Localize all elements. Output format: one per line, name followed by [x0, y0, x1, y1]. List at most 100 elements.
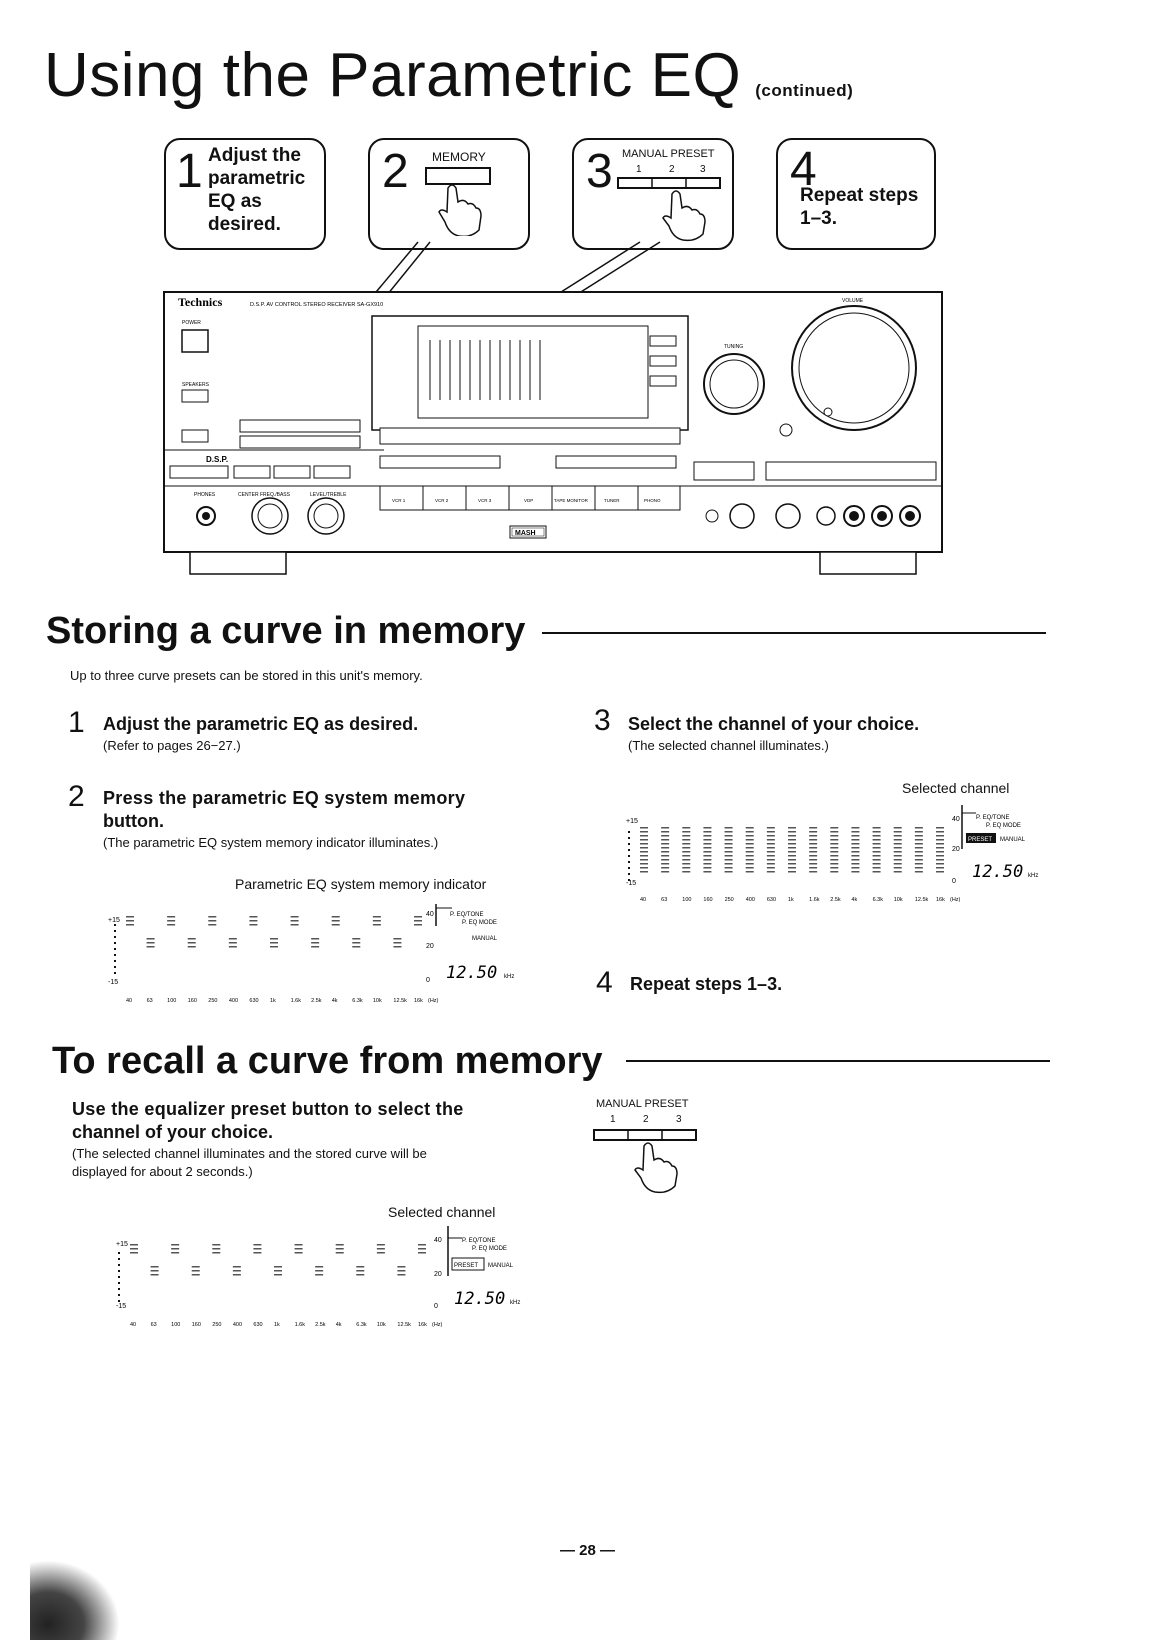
eq-segment [171, 1248, 180, 1250]
eq-segment [372, 920, 381, 922]
device-mash-label: MASH [515, 530, 536, 537]
eq-segment [788, 831, 796, 833]
eq-segment [253, 1248, 262, 1250]
eq-segment [640, 835, 648, 837]
eq-segment [830, 871, 839, 873]
eq-segment [809, 863, 818, 865]
eq-segment [703, 867, 712, 869]
eq-segment [851, 863, 860, 865]
eq-segment [640, 867, 648, 869]
eq-segment [830, 847, 839, 849]
eq-segment [809, 871, 818, 873]
freq-label: 40 [130, 1322, 136, 1328]
eq-segment [290, 916, 299, 918]
eq-segment [167, 920, 176, 922]
eq-segment [788, 847, 796, 849]
eq-segment [661, 871, 670, 873]
eq-segment [270, 946, 278, 948]
eq-segment [745, 831, 754, 833]
eq-segment [724, 847, 733, 849]
eq-segment [724, 863, 733, 865]
eq-segment [640, 851, 648, 853]
disp3-readout: 12.50 [454, 1289, 505, 1309]
s1-step2-heading-line2: button. [103, 811, 164, 831]
eq-segment [682, 827, 691, 829]
eq-segment [146, 938, 155, 940]
eq-segment [936, 843, 944, 845]
eq-segment [335, 1252, 344, 1254]
eq-segment [809, 827, 818, 829]
step-box-2: 2 MEMORY [368, 138, 530, 250]
eq-segment [788, 859, 796, 861]
eq-segment [393, 938, 402, 940]
eq-segment [703, 839, 712, 841]
eq-segment [335, 1248, 344, 1250]
title-continued: (continued) [755, 81, 854, 100]
freq-label: 250 [212, 1322, 221, 1328]
freq-label: 40 [126, 998, 132, 1004]
eq-segment [936, 839, 944, 841]
disp1-right-top: 40 [426, 911, 434, 918]
s1-step1-sub: (Refer to pages 26−27.) [103, 738, 241, 753]
eq-segment [703, 871, 712, 873]
eq-segment [253, 1252, 262, 1254]
s1-step2-sub: (The parametric EQ system memory indicat… [103, 835, 439, 850]
disp3-right-mid: 20 [434, 1271, 442, 1278]
page-title-text: Using the Parametric EQ [44, 41, 742, 110]
s2-heading-line1: Use the equalizer preset button to selec… [72, 1099, 464, 1119]
eq-segment [661, 827, 670, 829]
eq-segment [809, 867, 818, 869]
eq-segment [376, 1252, 385, 1254]
disp2-mode-line1: P. EQ/TONE [976, 815, 1009, 821]
eq-segment [851, 871, 860, 873]
eq-segment [830, 831, 839, 833]
eq-segment [640, 843, 648, 845]
eq-segment [745, 871, 754, 873]
eq-segment [640, 831, 648, 833]
s2-preset-key-3: 3 [676, 1114, 682, 1125]
section-rule-1 [542, 632, 1046, 634]
scale-dot [114, 966, 116, 968]
freq-label: 16k [414, 998, 423, 1004]
eq-segment [376, 1244, 385, 1246]
eq-segment [851, 831, 860, 833]
scale-dot [628, 861, 630, 863]
scale-dot [118, 1288, 120, 1290]
eq-segment [788, 855, 796, 857]
eq-segment [936, 867, 944, 869]
eq-segment [724, 871, 733, 873]
eq-segment [766, 843, 775, 845]
eq-segment [331, 924, 340, 926]
eq-segment [766, 835, 775, 837]
eq-segment [745, 859, 754, 861]
eq-segment [872, 867, 881, 869]
eq-segment [809, 835, 818, 837]
freq-label: 250 [725, 897, 734, 903]
step-box-1-number: 1 [176, 145, 203, 198]
freq-label: 100 [167, 998, 176, 1004]
s2-sub-line2: displayed for about 2 seconds.) [72, 1164, 253, 1179]
freq-label: 6.3k [873, 897, 884, 903]
eq-segment [745, 827, 754, 829]
eq-segment [872, 843, 881, 845]
eq-segment [872, 827, 881, 829]
disp3-mode-line2: P. EQ MODE [472, 1246, 507, 1252]
eq-segment [290, 920, 299, 922]
eq-segment [311, 942, 320, 944]
eq-segment [809, 859, 818, 861]
s1-step4-heading: Repeat steps 1–3. [630, 974, 783, 994]
device-input-tuner: TUNER [604, 498, 620, 503]
eq-segment [270, 942, 278, 944]
freq-label: 100 [171, 1322, 180, 1328]
eq-segment [766, 871, 775, 873]
eq-segment [745, 843, 754, 845]
step-box-1: 1 Adjust the parametric EQ as desired. [164, 138, 326, 250]
eq-segment [253, 1244, 262, 1246]
eq-segment [274, 1266, 282, 1268]
eq-segment [872, 859, 881, 861]
disp2-left-top: +15 [626, 818, 638, 825]
disp3-mode-line1: P. EQ/TONE [462, 1238, 495, 1244]
scale-dot [118, 1252, 120, 1254]
eq-segment [294, 1244, 303, 1246]
freq-label: 12.5k [393, 998, 407, 1004]
